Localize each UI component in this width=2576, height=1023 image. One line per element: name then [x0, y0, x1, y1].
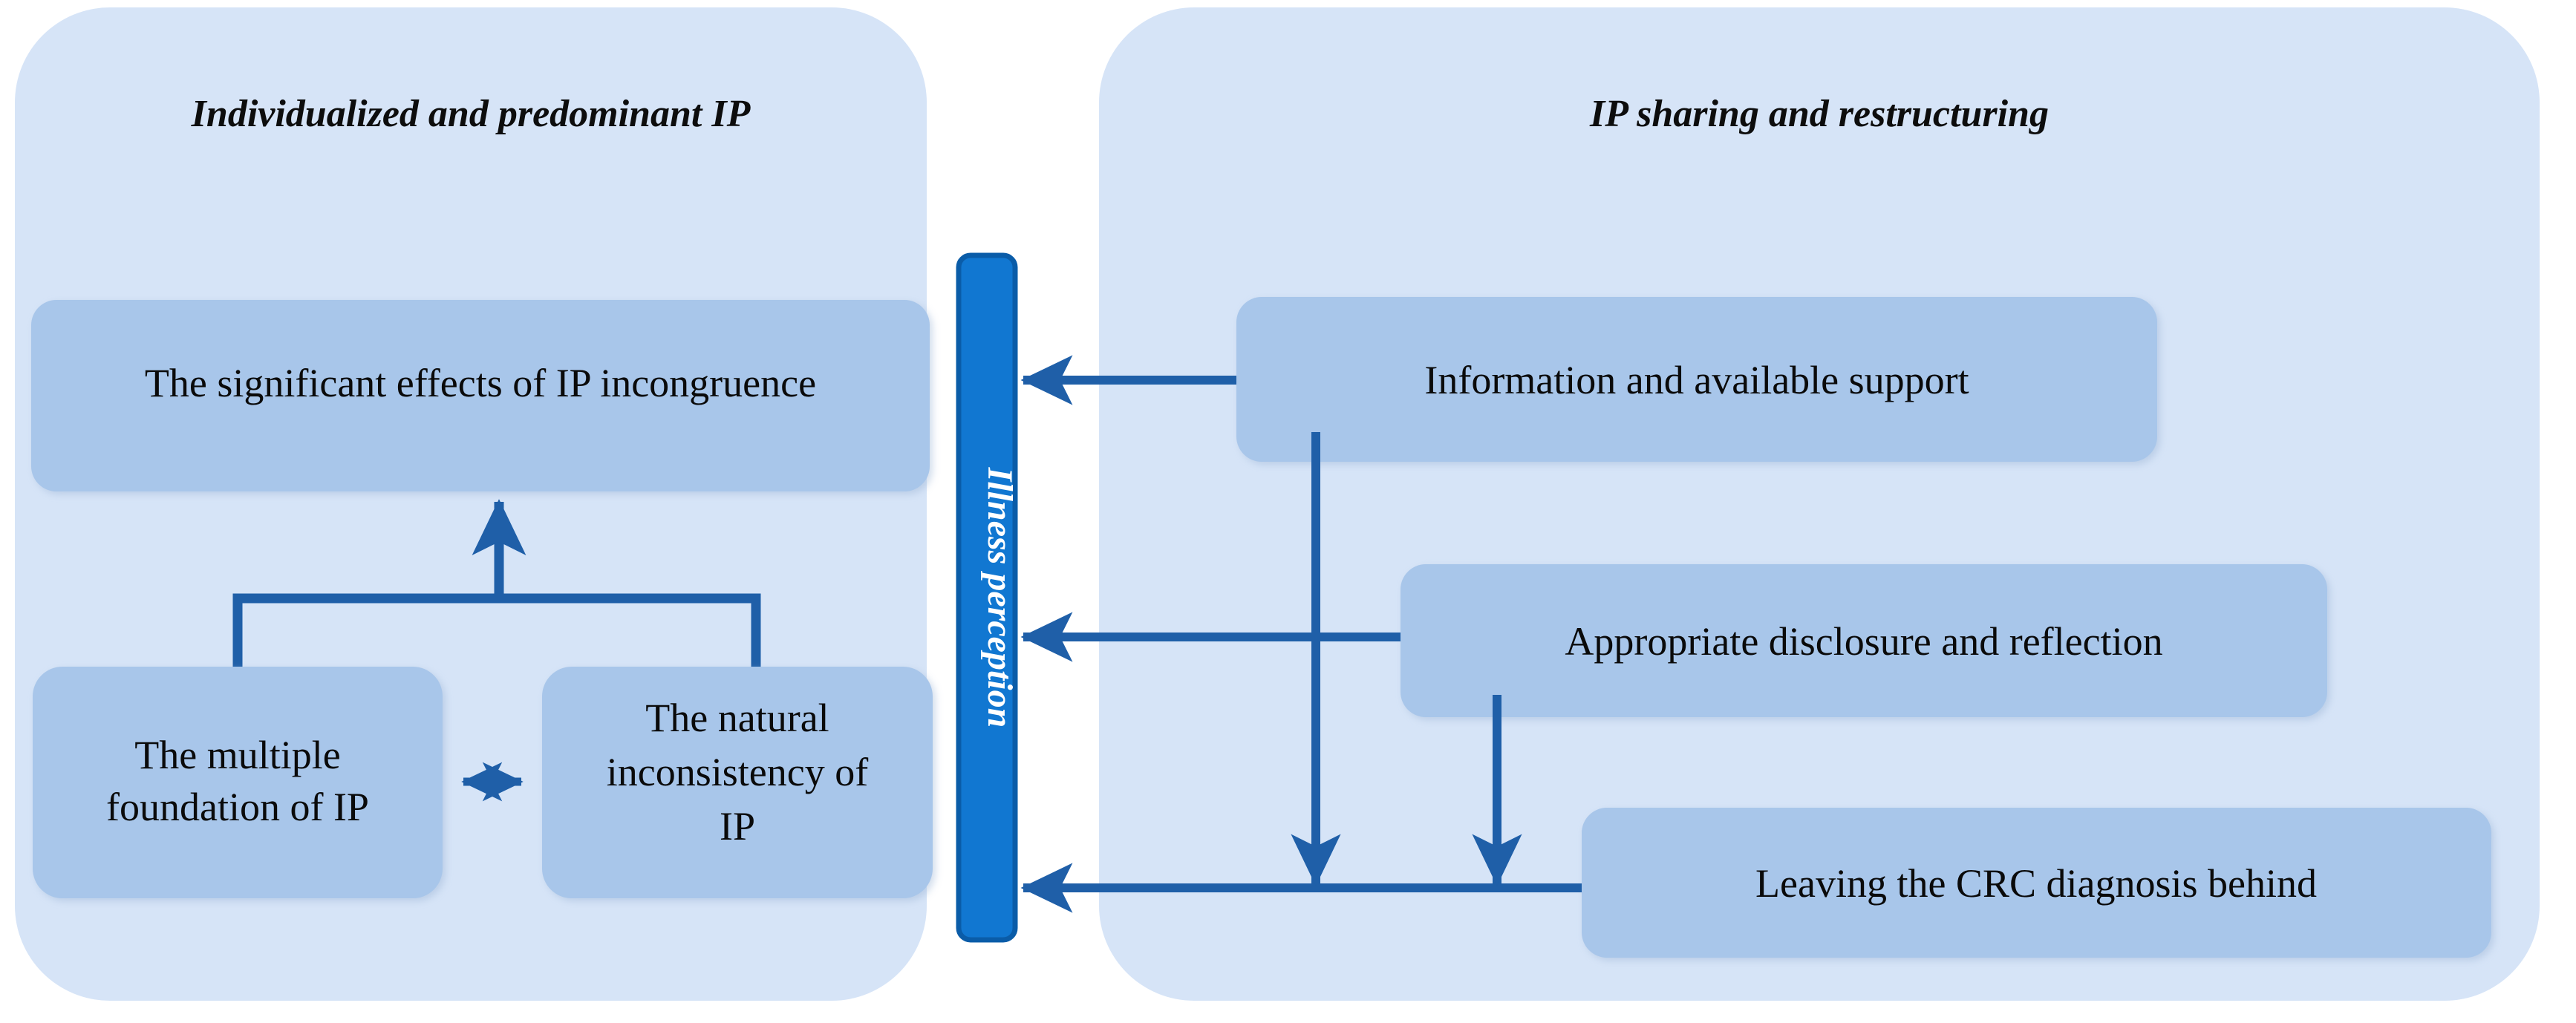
node-appropriate-disclosure-box[interactable] — [1401, 564, 2327, 717]
right-panel-group: IP sharing and restructuring Information… — [1020, 7, 2540, 1001]
left-panel-group: Individualized and predominant IP The si… — [15, 7, 933, 1001]
center-bar-box[interactable] — [956, 252, 1018, 943]
node-natural-inconsistency-box[interactable] — [542, 667, 933, 898]
node-leaving-crc-box[interactable] — [1582, 808, 2491, 958]
node-leaving-crc[interactable]: Leaving the CRC diagnosis behind — [1582, 808, 2491, 958]
center-bar-label: Illness perception — [980, 467, 1020, 728]
node-natural-inconsistency[interactable]: The natural inconsistency of IP The natu… — [542, 667, 933, 898]
node-natural-inconsistency-label-line1: The natural — [645, 696, 829, 740]
node-significant-effects[interactable]: The significant effects of IP incongruen… — [31, 300, 930, 491]
right-panel-title: IP sharing and restructuring — [1589, 93, 2049, 135]
node-significant-effects-label: The significant effects of IP incongruen… — [145, 361, 816, 405]
node-multiple-foundation-label-line1: The multiple — [134, 733, 340, 777]
node-multiple-foundation[interactable]: The multiple foundation of IP The multip… — [33, 667, 443, 898]
node-significant-effects-box[interactable] — [31, 300, 930, 491]
node-appropriate-disclosure-label: Appropriate disclosure and reflection — [1565, 619, 2162, 664]
node-information-support-box[interactable] — [1236, 297, 2157, 462]
node-leaving-crc-label: Leaving the CRC diagnosis behind — [1755, 861, 2317, 906]
node-information-support[interactable]: Information and available support — [1236, 297, 2157, 462]
node-multiple-foundation-label-line2: foundation of IP — [106, 785, 369, 829]
node-multiple-foundation-box[interactable] — [33, 667, 443, 898]
left-panel-title: Individualized and predominant IP — [191, 93, 751, 135]
node-natural-inconsistency-label-line3: IP — [720, 804, 755, 849]
center-bar-illness-perception[interactable]: Illness perception — [956, 252, 1020, 943]
node-natural-inconsistency-label-line2: inconsistency of — [607, 750, 868, 794]
right-panel-background — [1099, 7, 2540, 1001]
node-information-support-label: Information and available support — [1424, 358, 1969, 402]
node-appropriate-disclosure[interactable]: Appropriate disclosure and reflection — [1401, 564, 2327, 717]
